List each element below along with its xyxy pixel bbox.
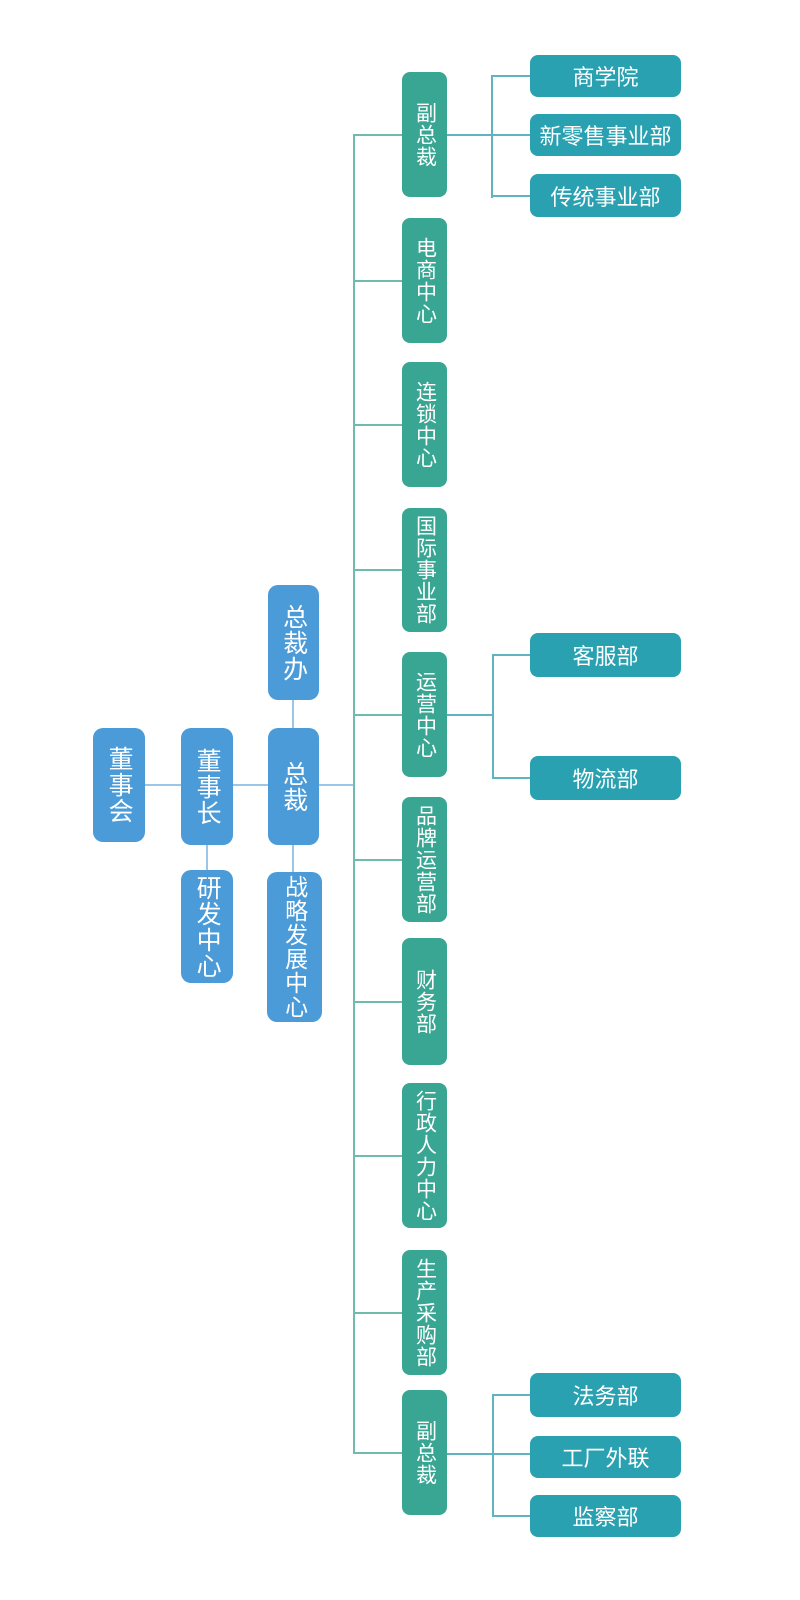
org-node-customer-service[interactable]: 客服部 (530, 633, 681, 677)
connector-line (353, 569, 402, 571)
org-node-intl[interactable]: 国际事业部 (402, 508, 447, 632)
org-node-new-retail[interactable]: 新零售事业部 (530, 114, 681, 156)
org-node-board[interactable]: 董事会 (93, 728, 145, 842)
org-node-label: 监察部 (572, 1505, 639, 1530)
org-node-label: 财务部 (413, 968, 437, 1035)
org-node-vp-bottom[interactable]: 副总裁 (402, 1390, 447, 1515)
connector-line (492, 1394, 494, 1517)
org-node-label: 国际事业部 (413, 515, 437, 625)
org-node-business-school[interactable]: 商学院 (530, 55, 681, 97)
org-node-logistics[interactable]: 物流部 (530, 756, 681, 800)
connector-line (353, 1001, 402, 1003)
org-node-label: 行政人力中心 (413, 1089, 437, 1222)
org-node-production[interactable]: 生产采购部 (402, 1250, 447, 1375)
org-node-admin-hr[interactable]: 行政人力中心 (402, 1083, 447, 1228)
connector-line (353, 134, 402, 136)
org-node-legal[interactable]: 法务部 (530, 1373, 681, 1417)
connector-line (492, 1515, 530, 1517)
connector-line (233, 784, 268, 786)
org-node-rnd-center[interactable]: 研发中心 (181, 870, 233, 983)
org-node-label: 副总裁 (413, 101, 437, 168)
connector-line (353, 714, 402, 716)
connector-line (206, 845, 208, 870)
connector-line (447, 134, 530, 136)
org-node-label: 法务部 (572, 1384, 639, 1409)
org-node-label: 总裁办 (279, 603, 308, 682)
connector-line (292, 700, 294, 728)
org-node-supervision[interactable]: 监察部 (530, 1495, 681, 1537)
connector-line (353, 424, 402, 426)
connector-line (353, 859, 402, 861)
connector-line (292, 845, 294, 872)
org-node-label: 董事会 (105, 746, 134, 824)
org-node-label: 运营中心 (413, 670, 437, 759)
org-node-operations[interactable]: 运营中心 (402, 652, 447, 777)
connector-line (447, 714, 493, 716)
org-node-finance[interactable]: 财务部 (402, 938, 447, 1065)
org-node-label: 研发中心 (193, 874, 222, 979)
org-node-label: 总裁 (279, 760, 308, 813)
org-node-president-office[interactable]: 总裁办 (268, 585, 319, 700)
org-node-chain[interactable]: 连锁中心 (402, 362, 447, 487)
org-node-vp-top[interactable]: 副总裁 (402, 72, 447, 197)
connector-line (492, 654, 530, 656)
org-node-traditional[interactable]: 传统事业部 (530, 174, 681, 217)
org-node-label: 商学院 (572, 65, 639, 90)
connector-line (353, 280, 402, 282)
org-node-brand-ops[interactable]: 品牌运营部 (402, 797, 447, 922)
org-node-label: 品牌运营部 (413, 804, 437, 915)
org-node-label: 连锁中心 (413, 380, 437, 469)
connector-line (353, 1312, 402, 1314)
org-node-label: 新零售事业部 (539, 124, 672, 149)
org-node-label: 传统事业部 (550, 184, 661, 210)
org-node-label: 生产采购部 (413, 1257, 437, 1368)
org-node-label: 客服部 (572, 644, 639, 669)
connector-line (319, 784, 355, 786)
connector-line (492, 1394, 530, 1396)
org-node-label: 战略发展中心 (281, 875, 308, 1019)
connector-line (145, 784, 181, 786)
connector-line (353, 1452, 402, 1454)
org-node-factory-liaison[interactable]: 工厂外联 (530, 1436, 681, 1478)
connector-line (491, 195, 530, 197)
connector-line (353, 1155, 402, 1157)
org-node-label: 工厂外联 (561, 1446, 650, 1471)
org-node-label: 物流部 (572, 767, 639, 792)
connector-line (491, 75, 530, 77)
org-node-label: 电商中心 (413, 236, 437, 325)
org-node-chairman[interactable]: 董事长 (181, 728, 233, 845)
org-node-strategy-center[interactable]: 战略发展中心 (267, 872, 322, 1022)
org-node-label: 董事长 (193, 747, 222, 826)
connector-line (492, 654, 494, 779)
connector-line (492, 777, 530, 779)
org-node-ecommerce[interactable]: 电商中心 (402, 218, 447, 343)
connector-line (491, 76, 493, 198)
connector-line (447, 1453, 530, 1455)
org-node-president[interactable]: 总裁 (268, 728, 319, 845)
org-node-label: 副总裁 (413, 1419, 437, 1486)
trunk-line (353, 134, 355, 1454)
